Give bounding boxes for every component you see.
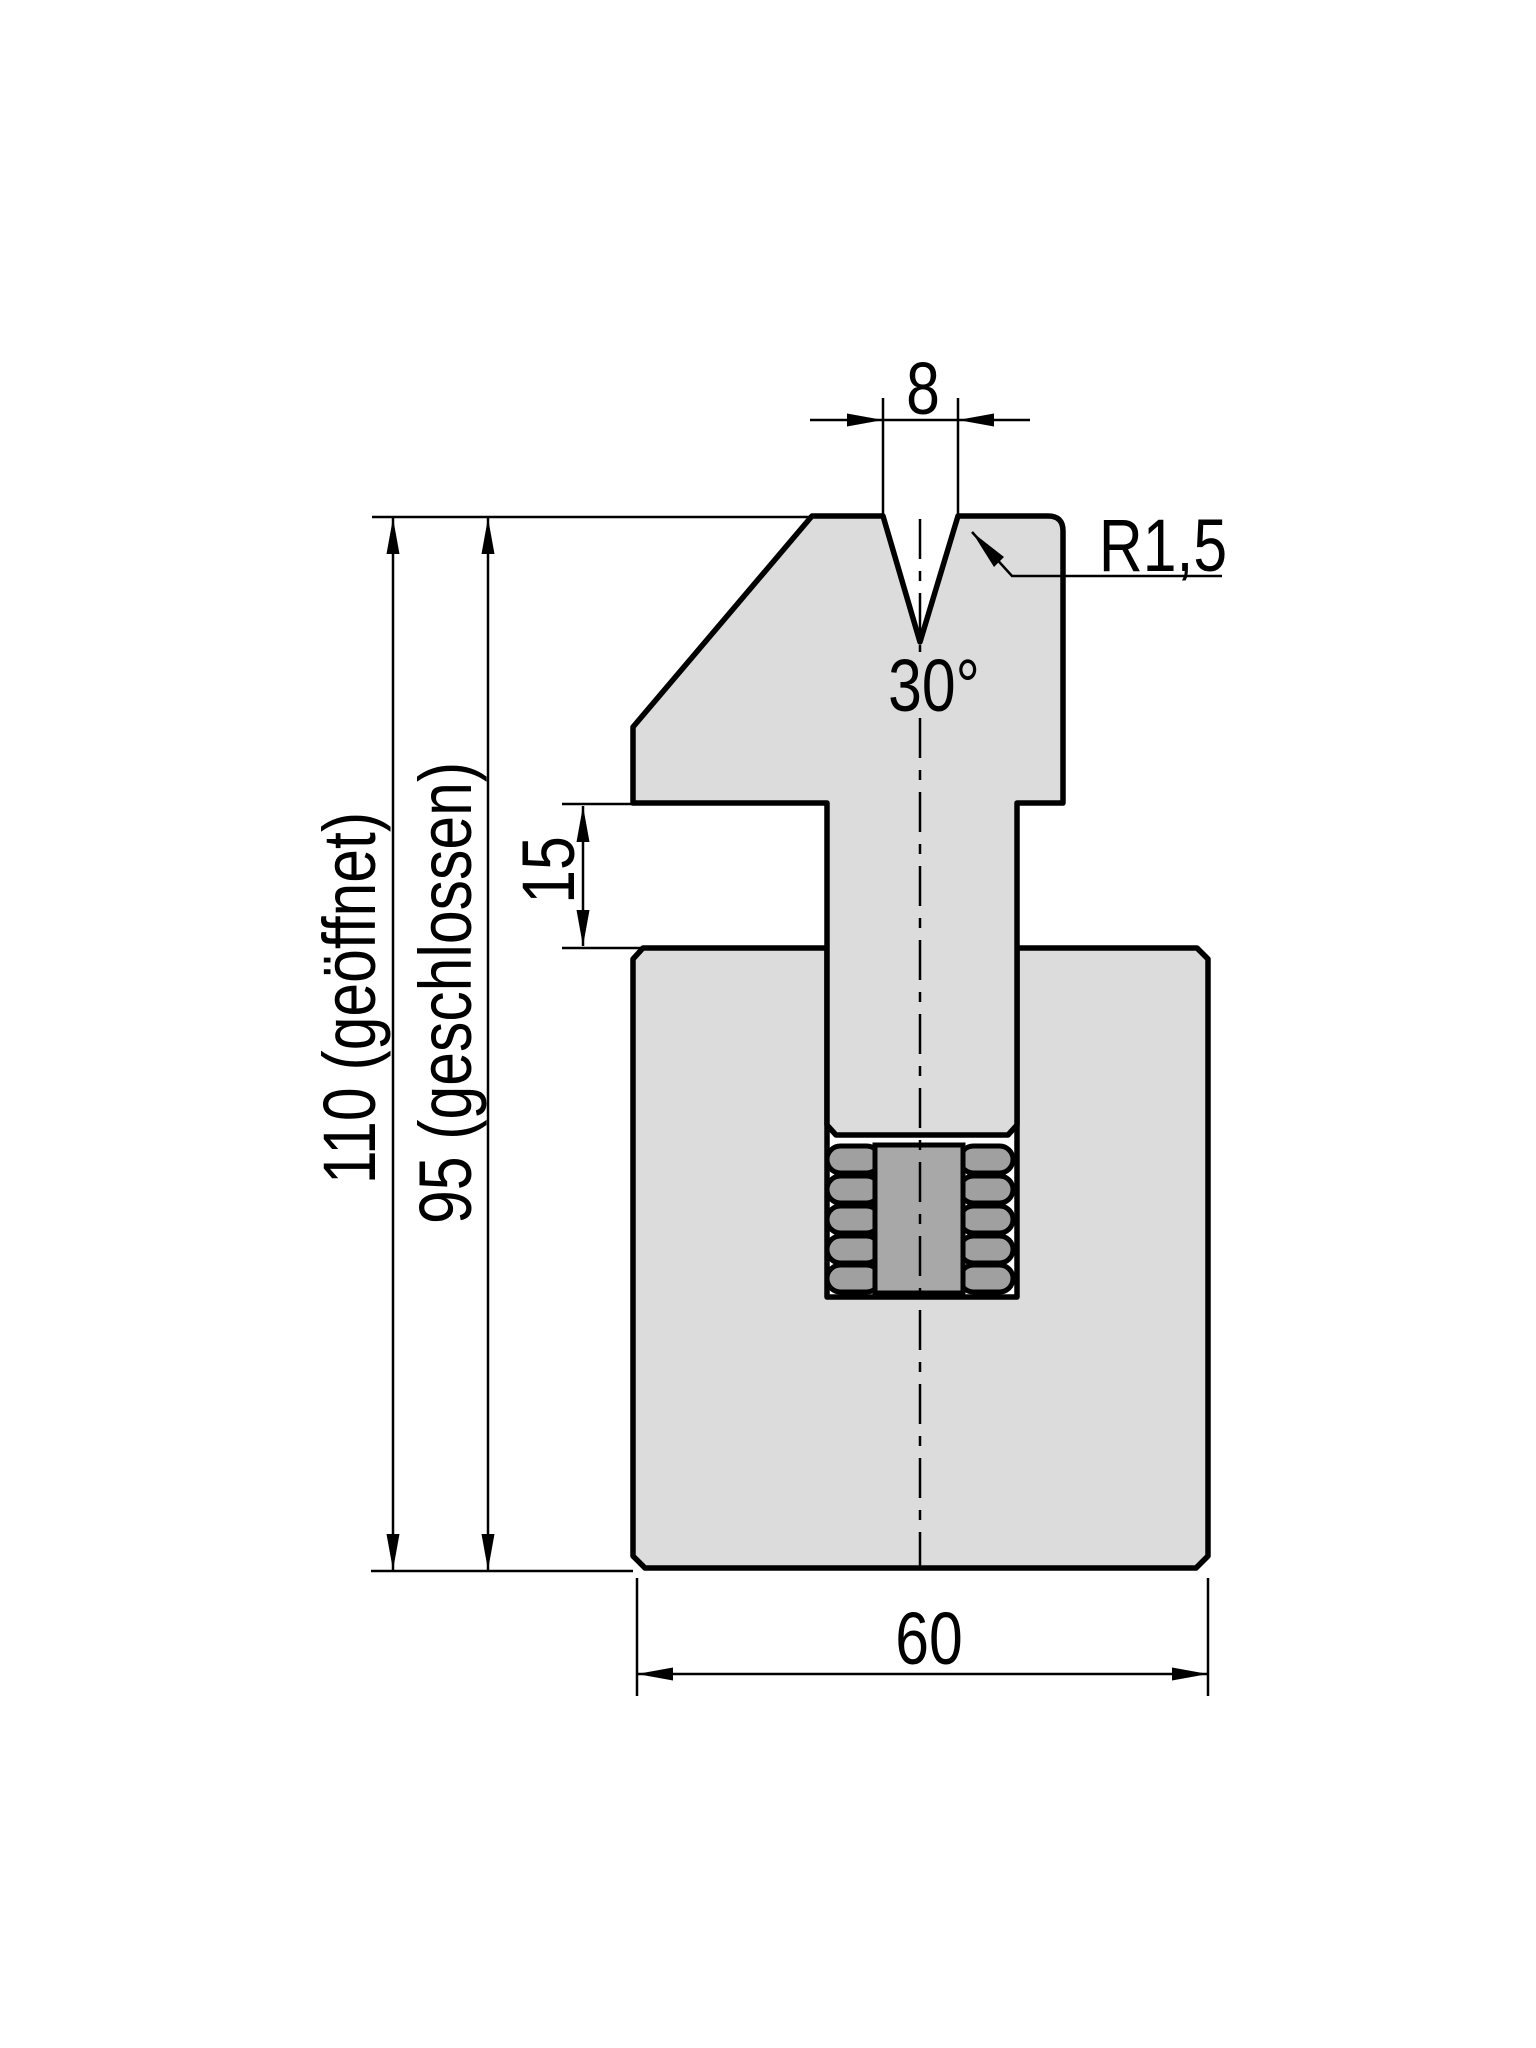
arrowhead-right xyxy=(1172,1667,1208,1681)
die-upper-part xyxy=(630,513,1066,1138)
spring-coil xyxy=(957,1233,1016,1266)
dimension-lines xyxy=(371,398,1222,1696)
spring-coil xyxy=(824,1143,883,1176)
spring-left xyxy=(824,1143,883,1295)
spring-coil xyxy=(957,1203,1016,1236)
arrowhead-down xyxy=(386,1534,400,1570)
arrowhead-up xyxy=(481,518,495,554)
arrowhead-left xyxy=(637,1667,673,1681)
label-spring-travel: 15 xyxy=(507,836,590,904)
spring-coil xyxy=(824,1173,883,1206)
arrowhead-right xyxy=(847,413,883,427)
label-base-width: 60 xyxy=(895,1597,963,1680)
arrowhead-leader xyxy=(972,532,1004,567)
arrowhead-up xyxy=(386,518,400,554)
spring-coil xyxy=(824,1262,883,1295)
arrowhead-left xyxy=(958,413,994,427)
label-height-open: 110 (geöffnet) xyxy=(308,811,391,1185)
die-base-block xyxy=(630,945,1211,1571)
label-v-edge-radius: R1,5 xyxy=(1098,504,1228,587)
spring-coil xyxy=(957,1262,1016,1295)
label-v-angle: 30° xyxy=(888,644,980,727)
arrowhead-down xyxy=(481,1534,495,1570)
label-height-closed: 95 (geschlossen) xyxy=(404,761,487,1225)
spring-right xyxy=(957,1143,1016,1295)
label-v-opening-width: 8 xyxy=(906,347,940,430)
spring-coil xyxy=(824,1203,883,1236)
arrowhead-up xyxy=(576,806,590,842)
dimension-arrowheads xyxy=(386,413,1208,1681)
arrowhead-down xyxy=(576,910,590,946)
spring-coil xyxy=(824,1233,883,1266)
spring-coil xyxy=(957,1173,1016,1206)
spring-coil xyxy=(957,1143,1016,1176)
